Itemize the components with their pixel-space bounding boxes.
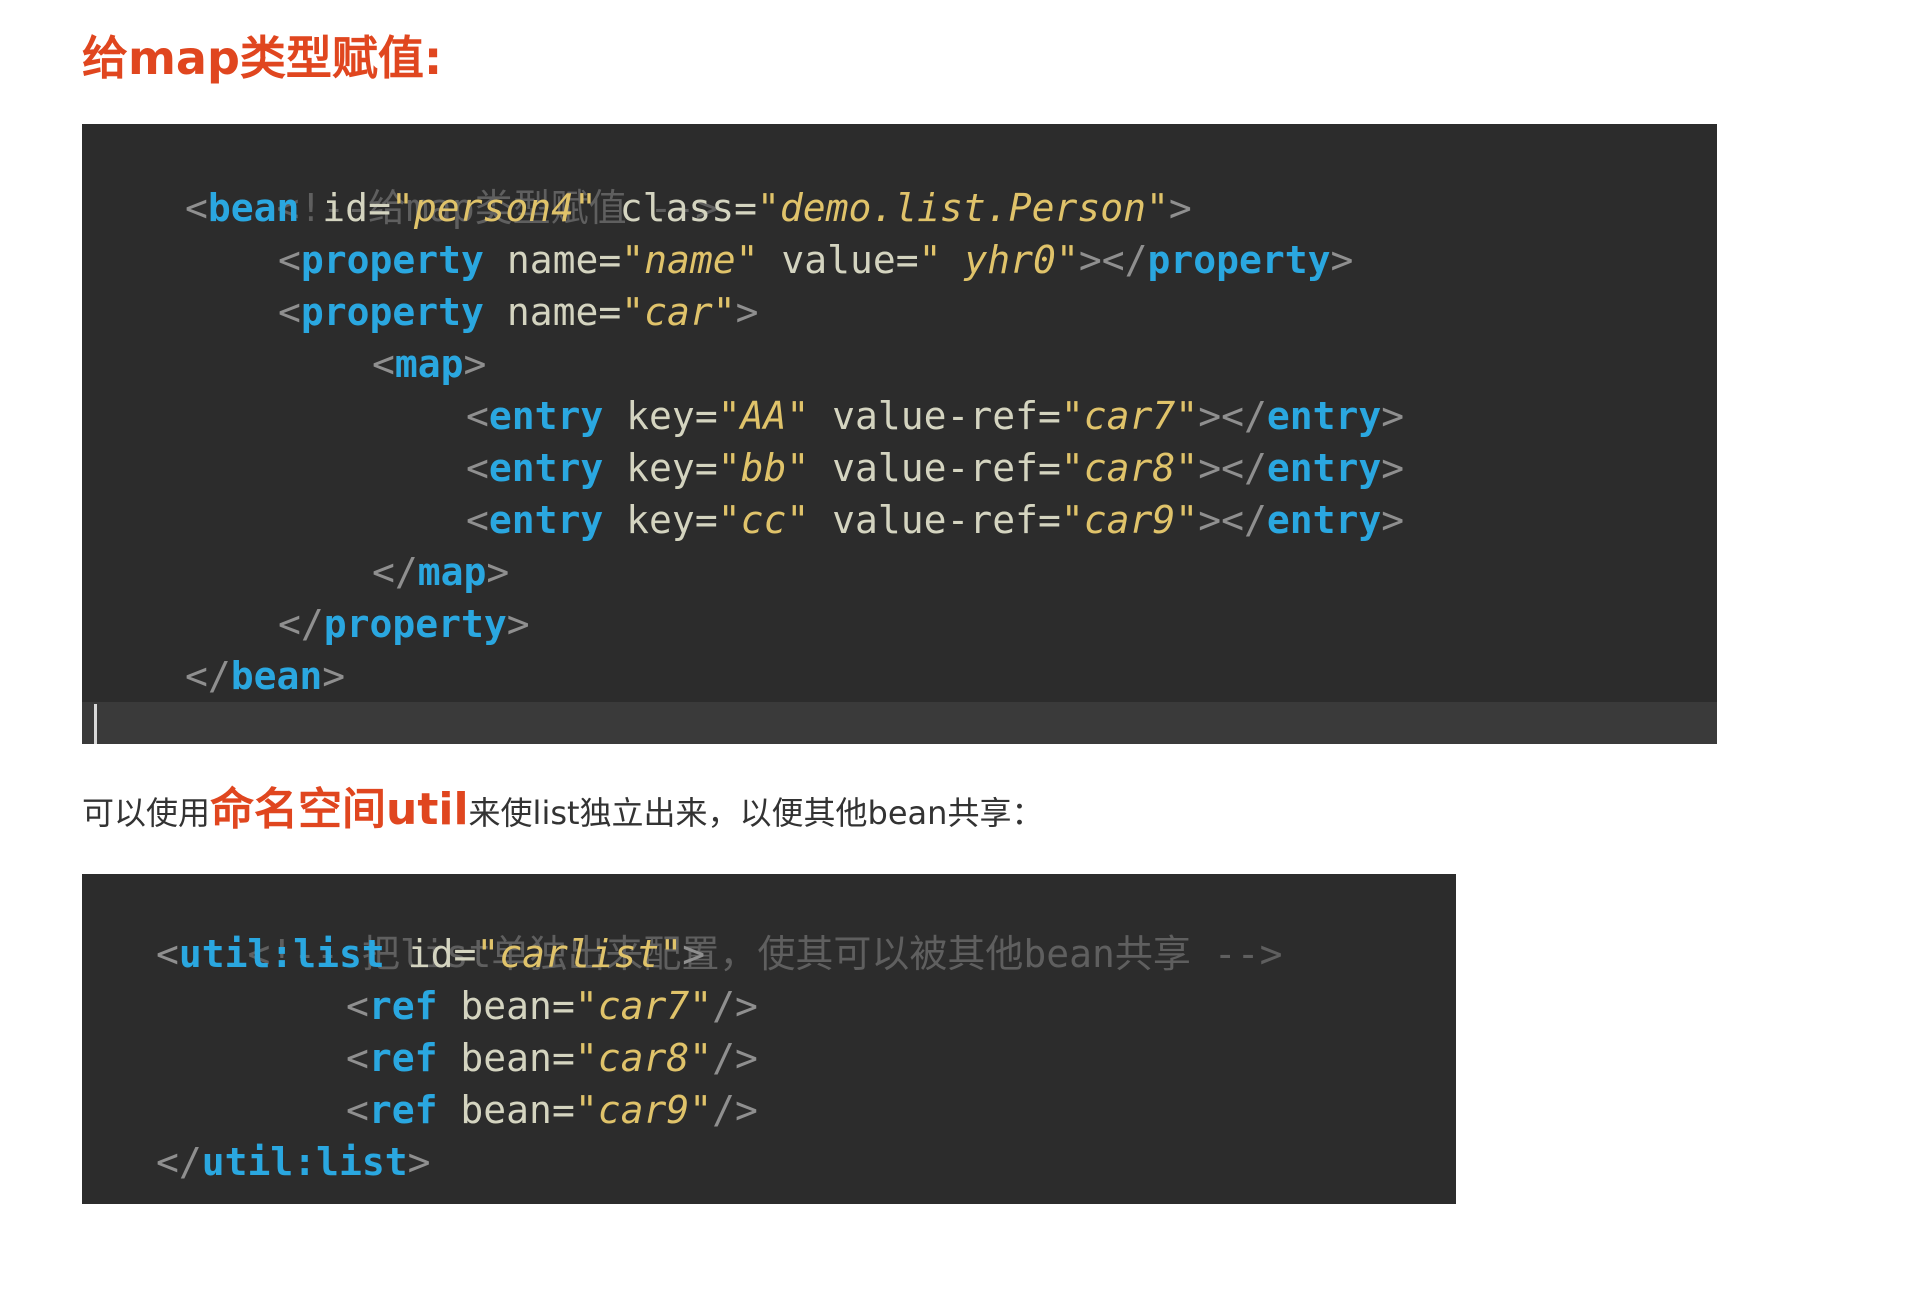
- code-comment-line: <!--给map类型赋值 -->: [185, 130, 719, 230]
- tag-property: property: [300, 238, 484, 282]
- attr-value: " yhr0": [918, 238, 1079, 282]
- attr-name: name: [506, 290, 599, 334]
- code-line-property-close: </property>: [278, 602, 530, 646]
- attr-name: name: [506, 238, 599, 282]
- current-line-highlight: [82, 702, 1717, 744]
- tag-util-list: util:list: [201, 1140, 408, 1184]
- tag-map: map: [394, 342, 464, 386]
- tag-property: property: [300, 290, 484, 334]
- code-line-map-close: </map>: [372, 550, 510, 594]
- tag-ref: ref: [368, 984, 438, 1028]
- attr-name: value-ref: [832, 394, 1039, 438]
- code-line-list-open: <util:list id="carlist">: [156, 932, 706, 976]
- code-line-ref: <ref bean="car7"/>: [346, 984, 758, 1028]
- attr-name: id: [322, 186, 369, 230]
- tag-bean: bean: [230, 654, 323, 698]
- paragraph-text: 来使list独立出来，以便其他bean共享：: [468, 794, 1044, 832]
- section-heading: 给map类型赋值:: [82, 31, 443, 85]
- code-line-property-car: <property name="car">: [278, 290, 759, 334]
- attr-value: "car7": [1060, 394, 1199, 438]
- tag-entry: entry: [1266, 498, 1382, 542]
- code-line-map-open: <map>: [372, 342, 487, 386]
- attr-name: bean: [460, 984, 552, 1028]
- tag-entry: entry: [488, 446, 604, 490]
- attr-value: "demo.list.Person": [757, 186, 1169, 230]
- attr-name: bean: [460, 1036, 552, 1080]
- attr-name: value-ref: [832, 446, 1039, 490]
- attr-value: "carlist": [476, 932, 683, 976]
- attr-value: "AA": [717, 394, 810, 438]
- code-line-ref: <ref bean="car8"/>: [346, 1036, 758, 1080]
- attr-value: "person4": [390, 186, 597, 230]
- attr-value: "name": [621, 238, 759, 282]
- tag-ref: ref: [368, 1036, 438, 1080]
- code-line-entry: <entry key="AA" value-ref="car7"></entry…: [466, 394, 1405, 438]
- code-block-util-list: <!-- 把list单独出来配置，使其可以被其他bean共享 --> <util…: [82, 874, 1456, 1204]
- code-line-bean-close: </bean>: [185, 654, 346, 698]
- code-comment-line: <!-- 把list单独出来配置，使其可以被其他bean共享 -->: [156, 876, 1283, 976]
- code-line-ref: <ref bean="car9"/>: [346, 1088, 758, 1132]
- attr-value: "car": [621, 290, 736, 334]
- attr-value: "car7": [574, 984, 713, 1028]
- attr-name: value-ref: [832, 498, 1039, 542]
- code-line-list-close: </util:list>: [156, 1140, 431, 1184]
- attr-name: class: [619, 186, 735, 230]
- code-comment: <!--给map类型赋值 -->: [276, 186, 719, 230]
- attr-name: value: [781, 238, 896, 282]
- attr-name: key: [626, 446, 695, 490]
- code-line-entry: <entry key="cc" value-ref="car9"></entry…: [466, 498, 1405, 542]
- tag-entry: entry: [488, 394, 604, 438]
- code-line-bean-open: <bean id="person4" class="demo.list.Pers…: [185, 186, 1192, 230]
- text-caret: [94, 704, 97, 744]
- paragraph-emphasis: 命名空间util: [210, 784, 469, 835]
- attr-value: "car9": [574, 1088, 713, 1132]
- attr-value: "car8": [1060, 446, 1199, 490]
- code-line-property-name: <property name="name" value=" yhr0"></pr…: [278, 238, 1354, 282]
- attr-name: id: [407, 932, 454, 976]
- paragraph-text: 可以使用: [82, 794, 211, 832]
- tag-map: map: [417, 550, 487, 594]
- code-line-entry: <entry key="bb" value-ref="car8"></entry…: [466, 446, 1405, 490]
- attr-name: key: [626, 498, 695, 542]
- tag-entry: entry: [1266, 446, 1382, 490]
- code-comment: <!-- 把list单独出来配置，使其可以被其他bean共享 -->: [247, 932, 1283, 976]
- description-paragraph: 可以使用命名空间util来使list独立出来，以便其他bean共享：: [82, 780, 1043, 840]
- attr-value: "bb": [717, 446, 810, 490]
- tag-ref: ref: [368, 1088, 438, 1132]
- attr-value: "car9": [1060, 498, 1199, 542]
- tag-entry: entry: [488, 498, 604, 542]
- tag-entry: entry: [1266, 394, 1382, 438]
- tag-bean: bean: [207, 186, 300, 230]
- attr-name: key: [626, 394, 695, 438]
- tag-property: property: [1147, 238, 1331, 282]
- code-block-map: <!--给map类型赋值 --> <bean id="person4" clas…: [82, 124, 1717, 744]
- attr-name: bean: [460, 1088, 552, 1132]
- tag-property: property: [323, 602, 507, 646]
- attr-value: "cc": [717, 498, 810, 542]
- tag-util-list: util:list: [178, 932, 385, 976]
- attr-value: "car8": [574, 1036, 713, 1080]
